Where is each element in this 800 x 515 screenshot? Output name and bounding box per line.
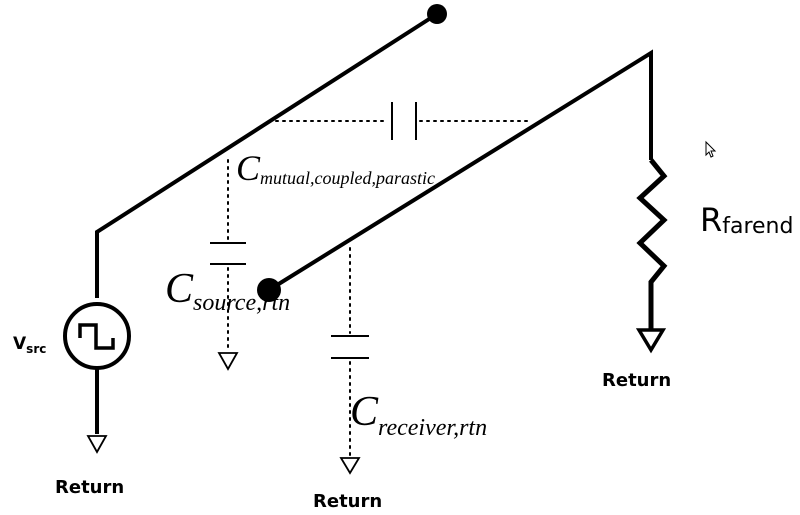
ground-arrow-icon: [217, 352, 239, 371]
receiver-return-label: Return: [313, 491, 382, 512]
receiver-capacitor-label: Creceiver,rtn: [350, 389, 487, 441]
vsrc-label: Vsrc: [13, 334, 46, 356]
source-capacitor: [210, 159, 246, 371]
voltage-source: [63, 302, 131, 454]
source-capacitor-label: Csource,rtn: [165, 266, 290, 316]
square-wave-source-icon: [78, 323, 115, 350]
cursor-icon: [705, 140, 717, 158]
mutual-capacitor: [275, 102, 531, 140]
victim-trace: [267, 49, 653, 292]
rfarend-label: Rfarend: [700, 201, 793, 239]
vsrc-return-label: Return: [55, 477, 124, 498]
receiver-capacitor: [331, 247, 369, 475]
aggressor-end-node: [427, 4, 447, 24]
ground-arrow-icon: [86, 435, 108, 454]
ground-arrow-icon: [339, 457, 361, 475]
aggressor-trace: [95, 12, 439, 298]
farend-return-label: Return: [602, 370, 671, 391]
farend-resistor: [635, 158, 668, 354]
victim-near-end-node: [257, 278, 281, 302]
resistor-icon: [636, 158, 668, 330]
mutual-capacitor-label: Cmutual,coupled,parastic: [236, 148, 435, 188]
ground-arrow-icon: [635, 328, 667, 354]
